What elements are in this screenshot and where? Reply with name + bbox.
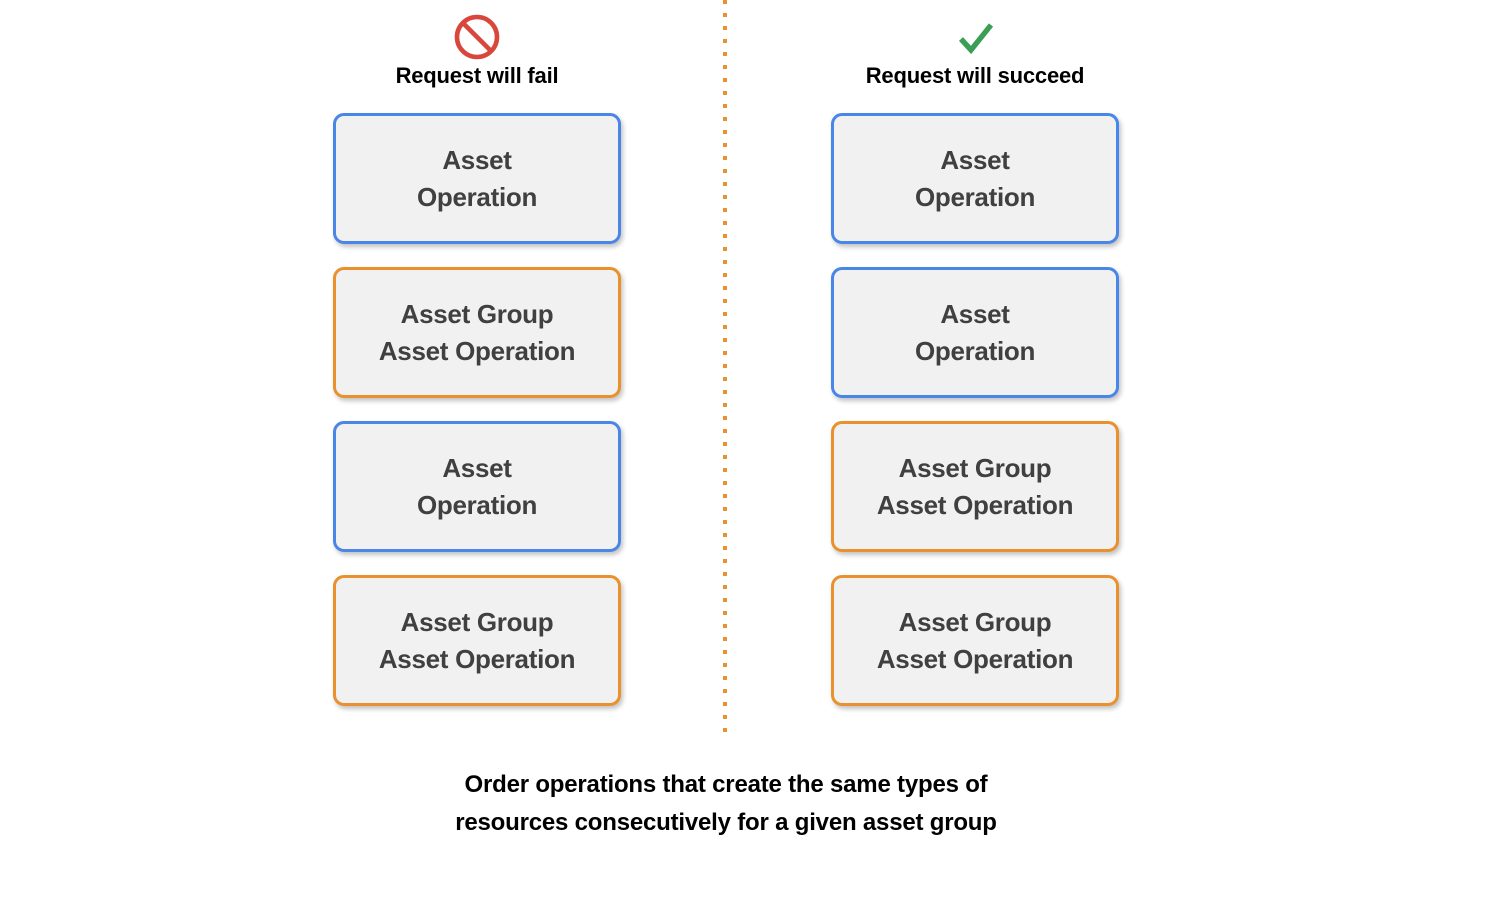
column-request-will-fail: Request will fail Asset Operation Asset … [333, 0, 621, 706]
column-divider [723, 0, 727, 737]
operation-box-asset-group-operation[interactable]: Asset Group Asset Operation [831, 575, 1119, 706]
operation-box-label: Asset Operation [914, 298, 1036, 366]
operation-box-label: Asset Group Asset Operation [876, 606, 1074, 674]
operation-box-label: Asset Operation [416, 144, 538, 212]
column-title-succeed: Request will succeed [865, 63, 1085, 88]
operation-list-succeed: Asset Operation Asset Operation Asset Gr… [831, 113, 1119, 706]
operation-box-label: Asset Group Asset Operation [378, 606, 576, 674]
operation-box-label: Asset Group Asset Operation [378, 298, 576, 366]
column-request-will-succeed: Request will succeed Asset Operation Ass… [831, 0, 1119, 706]
operation-box-asset-operation[interactable]: Asset Operation [831, 113, 1119, 244]
operation-box-asset-operation[interactable]: Asset Operation [333, 113, 621, 244]
diagram-caption: Order operations that create the same ty… [455, 771, 997, 836]
operation-box-label: Asset Group Asset Operation [876, 452, 1074, 520]
column-header-fail: Request will fail [333, 0, 621, 113]
column-title-fail: Request will fail [395, 63, 559, 88]
column-header-succeed: Request will succeed [831, 0, 1119, 113]
check-icon [959, 23, 994, 55]
operation-box-asset-operation[interactable]: Asset Operation [333, 421, 621, 552]
operation-box-label: Asset Operation [416, 452, 538, 520]
prohibition-icon [454, 14, 500, 60]
operation-box-asset-operation[interactable]: Asset Operation [831, 267, 1119, 398]
operation-list-fail: Asset Operation Asset Group Asset Operat… [333, 113, 621, 706]
operation-box-label: Asset Operation [914, 144, 1036, 212]
operation-box-asset-group-operation[interactable]: Asset Group Asset Operation [831, 421, 1119, 552]
operation-box-asset-group-operation[interactable]: Asset Group Asset Operation [333, 267, 621, 398]
operation-box-asset-group-operation[interactable]: Asset Group Asset Operation [333, 575, 621, 706]
